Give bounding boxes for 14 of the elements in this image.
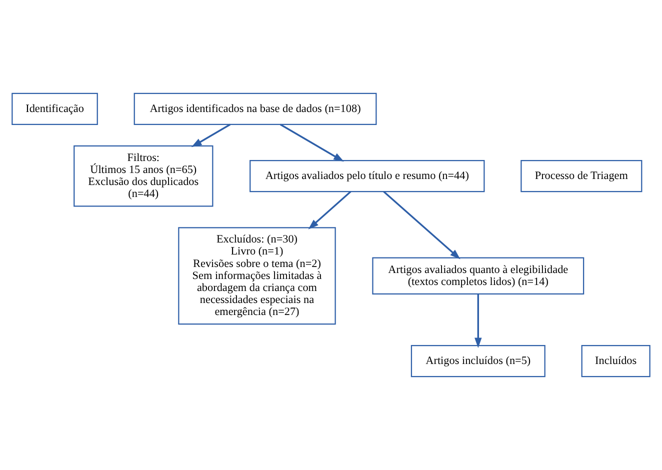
node-box: Processo de Triagem [520,160,642,192]
arrow [474,294,482,348]
node-box: Artigos avaliados pelo título e resumo (n=44) [250,160,485,192]
arrow [308,190,352,230]
node-box: Artigos identificados na base de dados (n=108) [134,92,377,125]
arrow [191,124,231,148]
node-box: Excluídos: (n=30) Livro (n=1) Revisões sobre o tema (n=2) Sem informações limitadas à abordagem da criança com necessidades especiais na emergência (n=27) [178,227,336,325]
arrow [280,124,344,162]
node-box: Artigos avaliados quanto à elegibilidade (textos completos lidos) (n=14) [372,257,584,294]
node-box: Artigos incluídos (n=5) [410,345,546,378]
node-box: Identificação [12,92,98,125]
arrow [383,190,460,260]
node-box: Filtros: Últimos 15 anos (n=65) Exclusão dos duplicados (n=44) [74,145,214,207]
node-box: Incluídos [581,345,650,378]
